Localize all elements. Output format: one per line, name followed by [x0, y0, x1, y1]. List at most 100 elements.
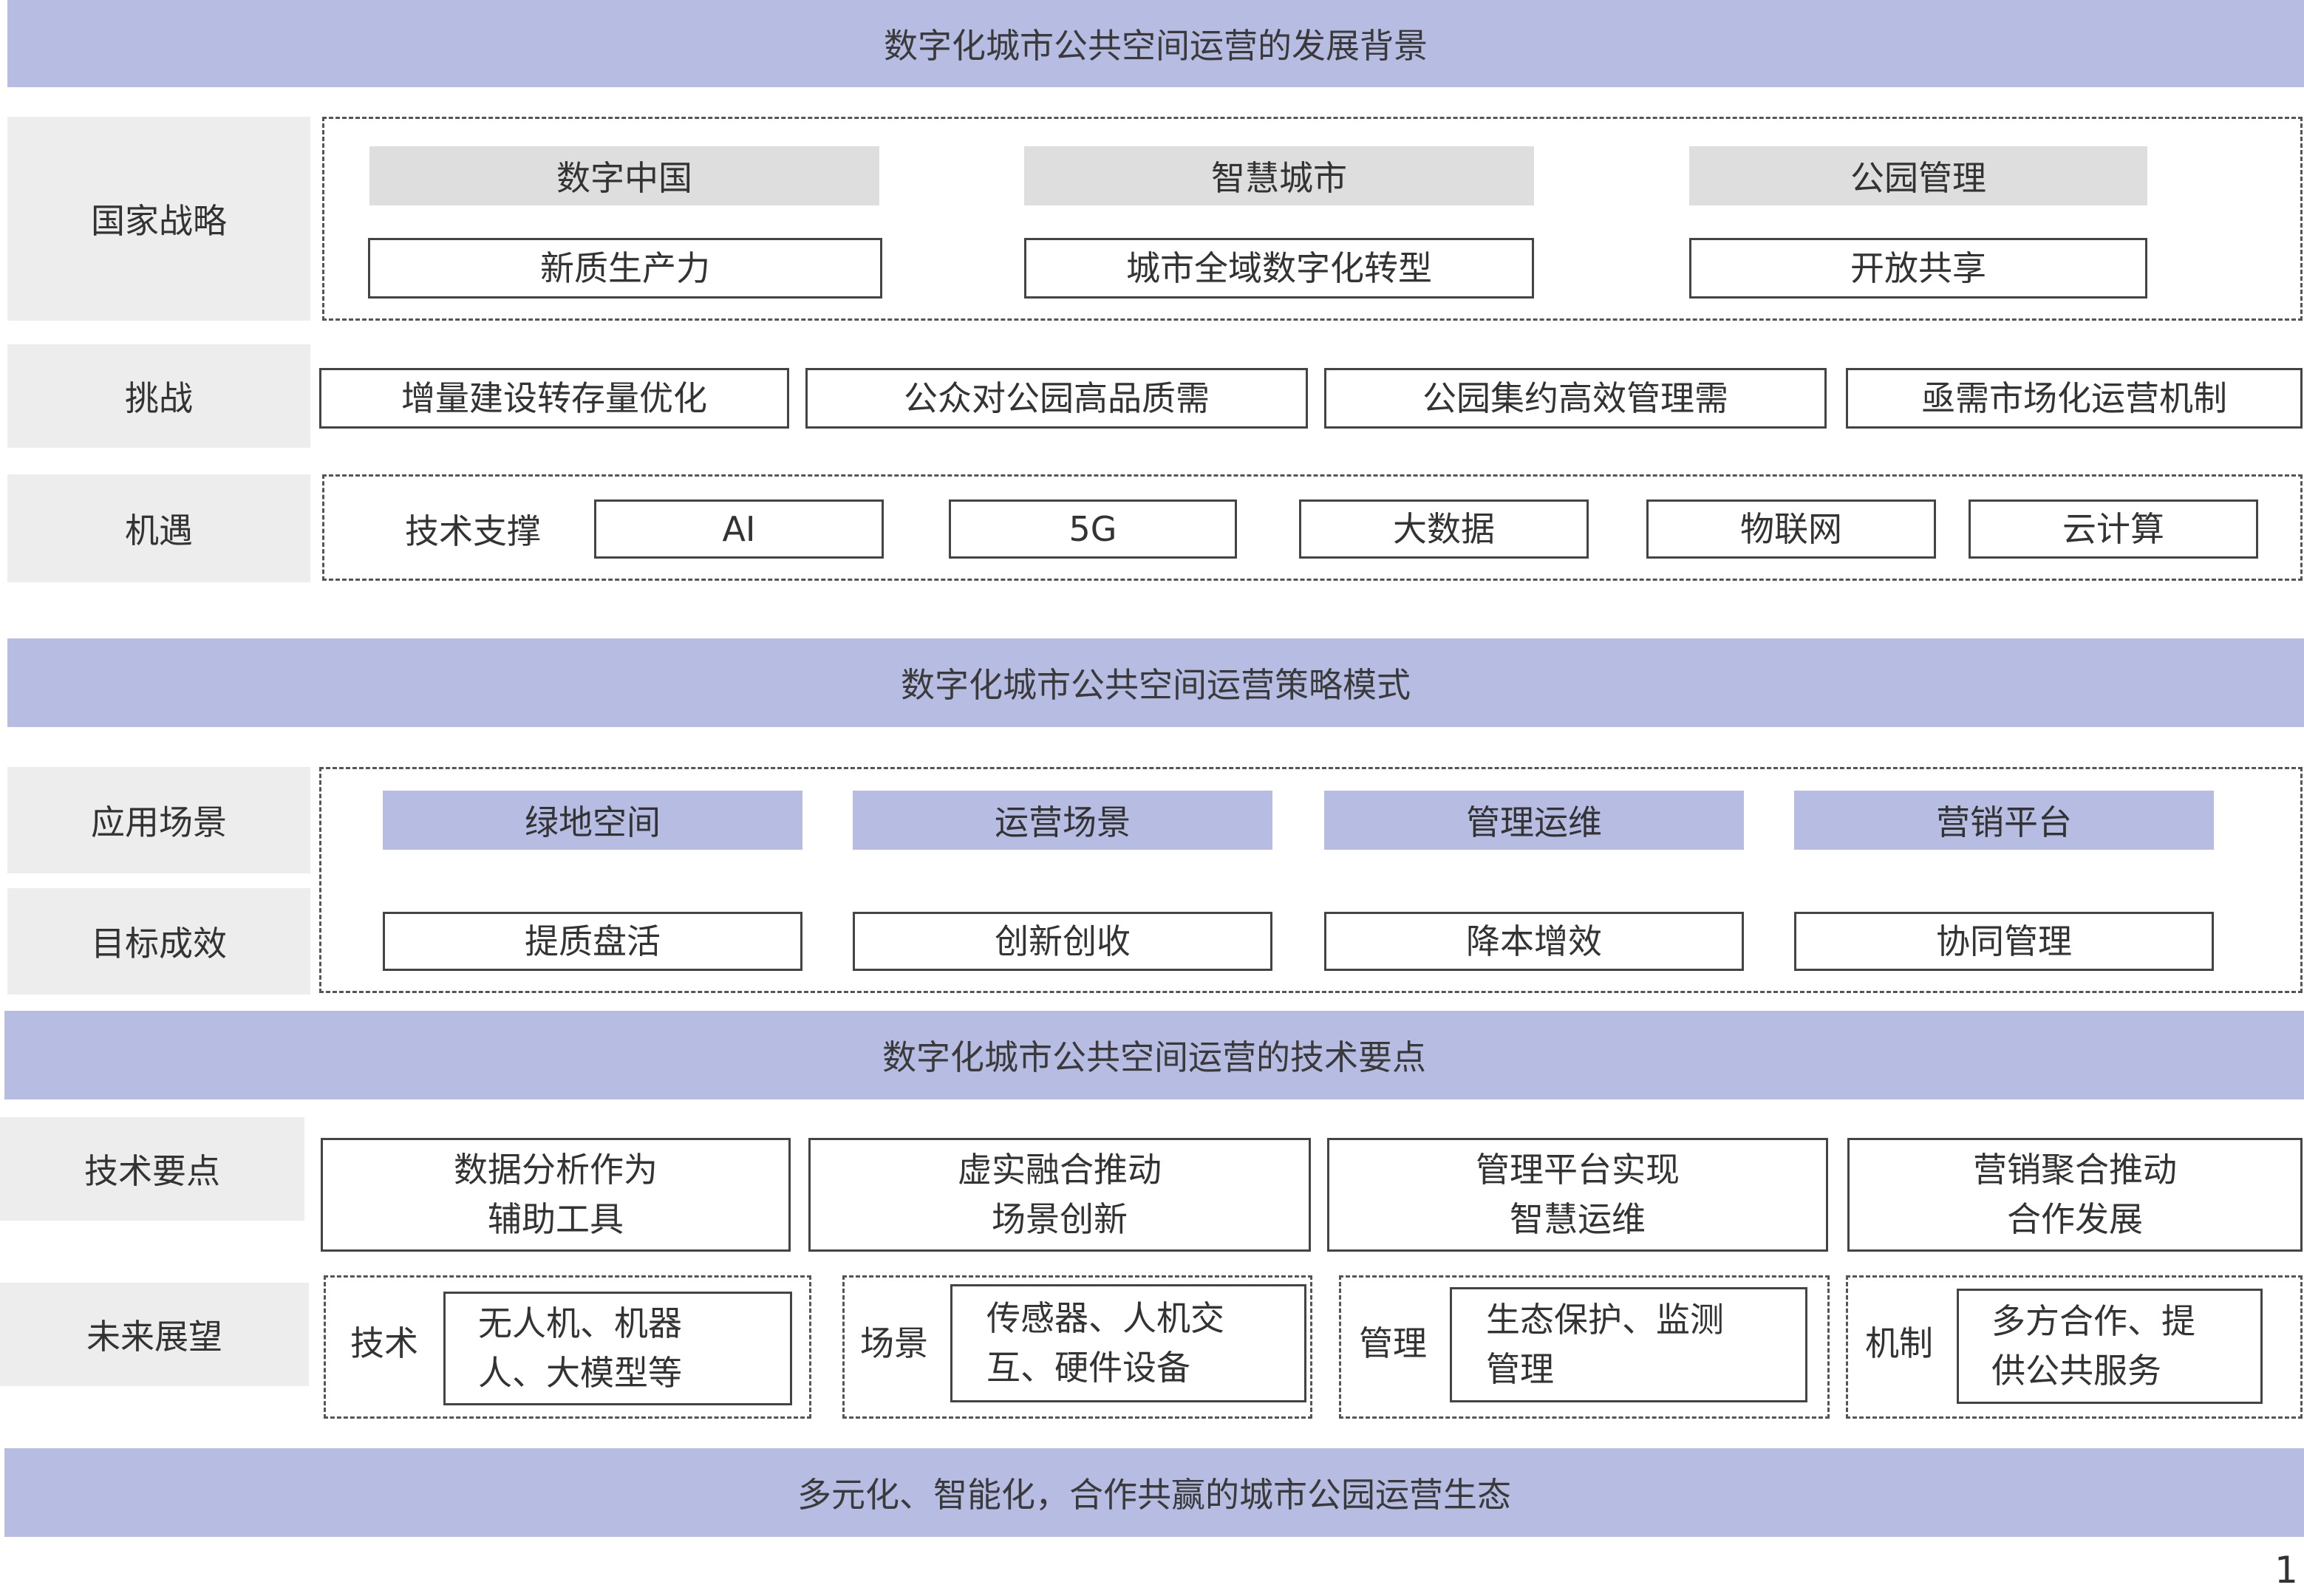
- strategy-bottom-item: 开放共享: [1689, 238, 2147, 299]
- outlook-line: 互、硬件设备: [986, 1348, 1190, 1388]
- outlook-line: 多方合作、提: [1991, 1301, 2195, 1342]
- scenario-text: 绿地空间: [525, 802, 661, 842]
- tech-point-line: 合作发展: [2007, 1199, 2143, 1239]
- outlook-label-text: 未来展望: [86, 1317, 222, 1357]
- strategy-bottom-text: 新质生产力: [540, 248, 710, 288]
- goal-text: 创新创收: [995, 921, 1131, 961]
- goal-item: 协同管理: [1794, 912, 2214, 971]
- goal-item: 创新创收: [853, 912, 1272, 971]
- outlook-group: [1846, 1275, 2303, 1419]
- tech-point-line: 营销聚合推动: [1973, 1150, 2177, 1190]
- goal-item: 提质盘活: [383, 912, 802, 971]
- challenge-item: 公众对公园高品质需: [805, 368, 1308, 429]
- strategy-bottom-text: 城市全域数字化转型: [1126, 248, 1432, 288]
- ecosystem-section-footer: 多元化、智能化，合作共赢的城市公园运营生态: [4, 1448, 2304, 1537]
- strategy-top-text: 数字中国: [556, 158, 692, 198]
- outlook-detail: 无人机、机器 人、大模型等: [443, 1292, 792, 1405]
- strategy-bottom-item: 新质生产力: [368, 238, 882, 299]
- outlook-group: [324, 1275, 811, 1419]
- scenario-text: 营销平台: [1936, 802, 2072, 842]
- tech-point-line: 辅助工具: [488, 1199, 624, 1239]
- opportunity-item: 5G: [949, 499, 1237, 559]
- opportunity-text: 物联网: [1740, 508, 1842, 549]
- scenario-item: 营销平台: [1794, 791, 2214, 850]
- tech-support-lead: 技术支撑: [377, 499, 569, 559]
- challenge-text: 公众对公园高品质需: [904, 378, 1210, 418]
- opportunity-item: 物联网: [1646, 499, 1936, 559]
- outlook-tag: 技术: [340, 1308, 429, 1374]
- strategy-frame: [319, 767, 2303, 993]
- scenarios-label-text: 应用场景: [91, 802, 227, 842]
- outlook-tag-text: 技术: [350, 1323, 418, 1363]
- opportunities-label-text: 机遇: [125, 511, 193, 550]
- opportunities-frame: [322, 474, 2303, 581]
- challenge-text: 公园集约高效管理需: [1422, 378, 1728, 418]
- opportunity-text: 大数据: [1393, 508, 1495, 549]
- tech-points-label: 技术要点: [0, 1117, 304, 1221]
- outlook-detail: 多方合作、提 供公共服务: [1957, 1289, 2263, 1404]
- tech-point-line: 管理平台实现: [1476, 1150, 1680, 1190]
- strategy-top-text: 智慧城市: [1211, 158, 1347, 198]
- tech-section-header: 数字化城市公共空间运营的技术要点: [4, 1011, 2304, 1099]
- tech-point-line: 虚实融合推动: [958, 1150, 1162, 1190]
- scenario-item: 运营场景: [853, 791, 1272, 850]
- strategy-section-title: 数字化城市公共空间运营策略模式: [901, 665, 1411, 705]
- tech-support-text: 技术支撑: [405, 511, 541, 551]
- scenarios-label: 应用场景: [7, 767, 310, 873]
- challenge-item: 亟需市场化运营机制: [1846, 368, 2303, 429]
- strategy-top-item: 公园管理: [1689, 146, 2147, 205]
- national-strategy-label: 国家战略: [7, 117, 310, 321]
- tech-point-item: 管理平台实现 智慧运维: [1327, 1138, 1828, 1252]
- challenges-label-text: 挑战: [125, 378, 193, 418]
- outlook-group: [842, 1275, 1312, 1419]
- challenge-item: 公园集约高效管理需: [1324, 368, 1827, 429]
- outlook-tag: 场景: [850, 1308, 938, 1374]
- goal-text: 协同管理: [1936, 921, 2072, 961]
- strategy-section-header: 数字化城市公共空间运营策略模式: [7, 638, 2304, 727]
- goal-text: 提质盘活: [525, 921, 661, 961]
- challenge-text: 增量建设转存量优化: [401, 378, 707, 418]
- outlook-detail: 生态保护、监测 管理: [1450, 1287, 1807, 1402]
- page-number: 1: [2274, 1549, 2298, 1592]
- strategy-top-item: 智慧城市: [1024, 146, 1534, 205]
- outlook-tag: 机制: [1852, 1308, 1946, 1374]
- goals-label: 目标成效: [7, 888, 310, 995]
- outlook-group: [1339, 1275, 1830, 1419]
- national-strategy-frame: [322, 117, 2303, 321]
- scenario-text: 运营场景: [995, 802, 1131, 842]
- opportunity-item: 大数据: [1299, 499, 1589, 559]
- opportunity-text: 云计算: [2062, 508, 2164, 549]
- outlook-tag-text: 场景: [860, 1323, 928, 1363]
- outlook-label: 未来展望: [0, 1283, 309, 1386]
- tech-point-item: 营销聚合推动 合作发展: [1847, 1138, 2303, 1252]
- tech-point-line: 场景创新: [992, 1199, 1128, 1239]
- opportunity-item: AI: [594, 499, 884, 559]
- outlook-tag: 管理: [1345, 1308, 1441, 1374]
- background-section-header: 数字化城市公共空间运营的发展背景: [7, 0, 2304, 87]
- tech-points-label-text: 技术要点: [84, 1151, 220, 1191]
- strategy-top-item: 数字中国: [369, 146, 879, 205]
- challenge-text: 亟需市场化运营机制: [1921, 378, 2227, 418]
- outlook-tag-text: 机制: [1865, 1323, 1933, 1363]
- outlook-line: 生态保护、监测: [1486, 1300, 1724, 1340]
- outlook-line: 传感器、人机交: [986, 1298, 1224, 1339]
- tech-point-line: 数据分析作为: [454, 1150, 658, 1190]
- tech-section-title: 数字化城市公共空间运营的技术要点: [882, 1037, 1426, 1077]
- tech-point-item: 虚实融合推动 场景创新: [808, 1138, 1311, 1252]
- scenario-item: 绿地空间: [383, 791, 802, 850]
- opportunity-item: 云计算: [1969, 499, 2258, 559]
- scenario-item: 管理运维: [1324, 791, 1744, 850]
- ecosystem-section-title: 多元化、智能化，合作共赢的城市公园运营生态: [797, 1475, 1511, 1515]
- outlook-tag-text: 管理: [1359, 1323, 1427, 1363]
- tech-point-item: 数据分析作为 辅助工具: [321, 1138, 791, 1252]
- national-strategy-label-text: 国家战略: [91, 201, 227, 241]
- background-section-title: 数字化城市公共空间运营的发展背景: [884, 26, 1428, 66]
- opportunity-text: AI: [722, 508, 756, 549]
- outlook-line: 供公共服务: [1991, 1351, 2161, 1391]
- strategy-top-text: 公园管理: [1850, 158, 1986, 198]
- outlook-line: 管理: [1486, 1349, 1554, 1389]
- goals-label-text: 目标成效: [91, 924, 227, 964]
- goal-text: 降本增效: [1466, 921, 1602, 961]
- goal-item: 降本增效: [1324, 912, 1744, 971]
- challenges-label: 挑战: [7, 344, 310, 448]
